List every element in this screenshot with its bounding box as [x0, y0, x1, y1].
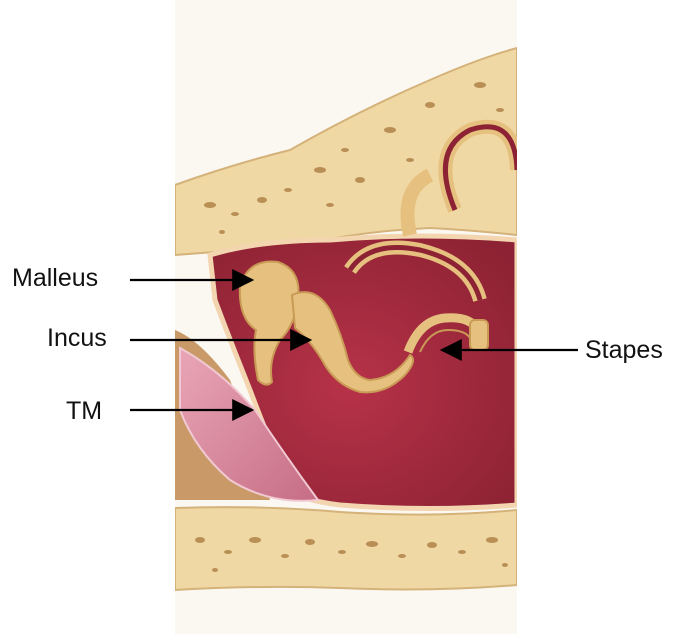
lower-bone	[175, 507, 517, 590]
incus-label: Incus	[47, 326, 107, 351]
tm-label: TM	[66, 399, 102, 424]
stapes-label: Stapes	[585, 338, 663, 363]
malleus-label: Malleus	[12, 266, 98, 291]
anatomy-illustration	[175, 0, 517, 634]
